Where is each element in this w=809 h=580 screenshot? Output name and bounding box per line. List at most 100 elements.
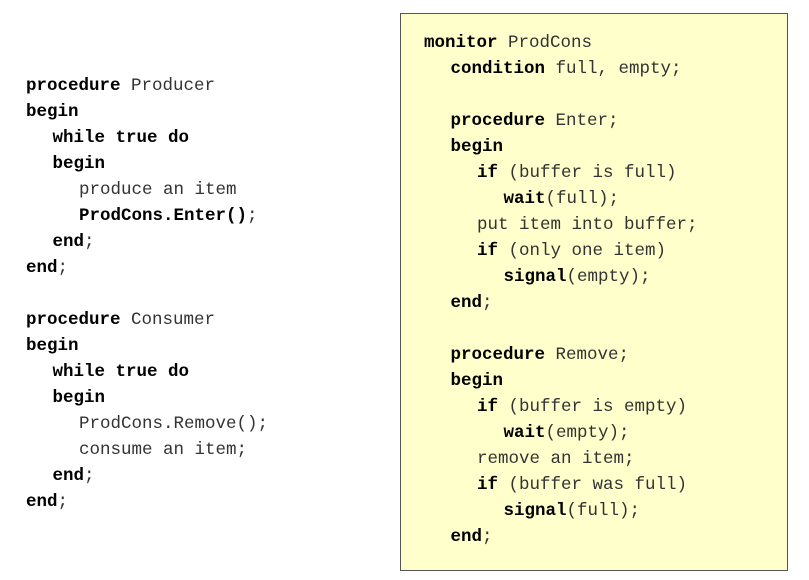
code-line: signal(full); bbox=[424, 498, 698, 524]
code-keyword: if bbox=[477, 397, 499, 417]
code-line: while true do bbox=[26, 359, 268, 385]
code-text: Producer bbox=[120, 76, 216, 96]
code-line: procedure Enter; bbox=[424, 108, 698, 134]
code-keyword: begin bbox=[52, 388, 106, 408]
code-keyword: if bbox=[477, 475, 499, 495]
code-keyword: wait bbox=[503, 189, 546, 209]
blank-line bbox=[424, 316, 698, 342]
code-keyword: begin bbox=[52, 154, 106, 174]
code-line: if (buffer is empty) bbox=[424, 394, 698, 420]
client-code: procedure Producer begin while true do begi… bbox=[26, 73, 268, 515]
code-text: full, empty; bbox=[545, 59, 682, 79]
code-keyword: begin bbox=[450, 137, 504, 157]
code-line: end; bbox=[26, 463, 268, 489]
code-keyword: while true do bbox=[52, 362, 190, 382]
code-text: Consumer bbox=[120, 310, 216, 330]
code-line: end; bbox=[26, 489, 268, 515]
code-line: signal(empty); bbox=[424, 264, 698, 290]
code-line: if (buffer was full) bbox=[424, 472, 698, 498]
consumer-procedure: procedure Consumer begin while true do begi… bbox=[26, 307, 268, 515]
producer-procedure: procedure Producer begin while true do begi… bbox=[26, 73, 268, 281]
code-line: begin bbox=[26, 151, 268, 177]
code-keyword: procedure bbox=[26, 310, 121, 330]
code-line: remove an item; bbox=[424, 446, 698, 472]
code-text: ; bbox=[84, 466, 95, 486]
code-line: begin bbox=[424, 134, 698, 160]
code-text: (only one item) bbox=[498, 241, 667, 261]
code-line: procedure Producer bbox=[26, 73, 268, 99]
code-line: if (only one item) bbox=[424, 238, 698, 264]
code-keyword: procedure bbox=[450, 345, 546, 365]
code-text: consume an item; bbox=[79, 440, 248, 460]
code-text: produce an item bbox=[79, 180, 237, 200]
code-keyword: signal bbox=[503, 267, 567, 287]
code-line: procedure Consumer bbox=[26, 307, 268, 333]
code-keyword: signal bbox=[503, 501, 567, 521]
code-keyword: end bbox=[450, 527, 483, 547]
code-text: (full); bbox=[566, 501, 641, 521]
code-keyword: monitor bbox=[424, 33, 498, 53]
code-text: ; bbox=[57, 258, 69, 278]
code-keyword: end bbox=[450, 293, 483, 313]
code-line: produce an item bbox=[26, 177, 268, 203]
blank-line bbox=[424, 82, 698, 108]
code-line: end; bbox=[26, 255, 268, 281]
code-text: Enter; bbox=[545, 111, 619, 131]
code-text: remove an item; bbox=[477, 449, 635, 469]
code-keyword: condition bbox=[450, 59, 546, 79]
code-keyword: end bbox=[52, 466, 85, 486]
code-keyword: begin bbox=[450, 371, 504, 391]
code-text: ; bbox=[247, 206, 258, 226]
code-keyword: while true do bbox=[52, 128, 190, 148]
code-text: (empty); bbox=[545, 423, 630, 443]
code-keyword: begin bbox=[26, 102, 79, 122]
code-keyword: wait bbox=[503, 423, 546, 443]
code-line: consume an item; bbox=[26, 437, 268, 463]
code-keyword: procedure bbox=[450, 111, 546, 131]
code-line: end; bbox=[424, 524, 698, 550]
code-keyword: end bbox=[26, 492, 58, 512]
code-text: ProdCons bbox=[497, 33, 593, 53]
code-text: (full); bbox=[545, 189, 620, 209]
code-text: ; bbox=[84, 232, 95, 252]
code-line: if (buffer is full) bbox=[424, 160, 698, 186]
enter-procedure: procedure Enter; begin if (buffer is full)… bbox=[424, 108, 698, 316]
code-keyword: if bbox=[477, 241, 499, 261]
code-line: begin bbox=[26, 333, 268, 359]
code-text: (buffer is empty) bbox=[498, 397, 688, 417]
code-line: put item into buffer; bbox=[424, 212, 698, 238]
code-line: begin bbox=[26, 385, 268, 411]
code-keyword: if bbox=[477, 163, 499, 183]
code-text: put item into buffer; bbox=[477, 215, 698, 235]
code-text: ; bbox=[57, 492, 69, 512]
code-keyword: ProdCons.Enter() bbox=[79, 206, 248, 226]
code-line: begin bbox=[26, 99, 268, 125]
code-keyword: procedure bbox=[26, 76, 121, 96]
code-text: Remove; bbox=[545, 345, 630, 365]
code-line: ProdCons.Enter(); bbox=[26, 203, 268, 229]
code-line: procedure Remove; bbox=[424, 342, 698, 368]
code-line: wait(empty); bbox=[424, 420, 698, 446]
code-text: ; bbox=[482, 293, 493, 313]
remove-procedure: procedure Remove; begin if (buffer is empt… bbox=[424, 342, 698, 550]
code-keyword: end bbox=[26, 258, 58, 278]
code-text: ; bbox=[482, 527, 493, 547]
code-keyword: begin bbox=[26, 336, 79, 356]
blank-line bbox=[26, 281, 268, 307]
code-line: begin bbox=[424, 368, 698, 394]
code-line: while true do bbox=[26, 125, 268, 151]
code-text: (buffer was full) bbox=[498, 475, 688, 495]
code-text: (buffer is full) bbox=[498, 163, 677, 183]
code-line: monitor ProdCons bbox=[424, 30, 698, 56]
code-line: wait(full); bbox=[424, 186, 698, 212]
code-line: ProdCons.Remove(); bbox=[26, 411, 268, 437]
code-line: condition full, empty; bbox=[424, 56, 698, 82]
code-line: end; bbox=[26, 229, 268, 255]
code-keyword: end bbox=[52, 232, 85, 252]
code-line: end; bbox=[424, 290, 698, 316]
code-text: ProdCons.Remove(); bbox=[79, 414, 269, 434]
code-text: (empty); bbox=[566, 267, 651, 287]
